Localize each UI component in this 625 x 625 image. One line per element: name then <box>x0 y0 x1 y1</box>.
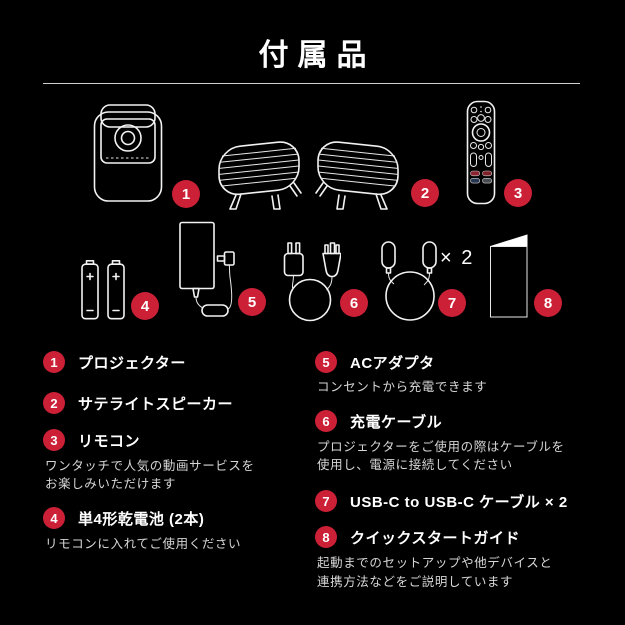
item-number-badge: 8 <box>315 526 337 549</box>
diagram-badge-4: 4 <box>131 292 159 320</box>
item-number-badge: 4 <box>43 507 65 530</box>
item-label: USB-C to USB-C ケーブル × 2 <box>350 493 568 511</box>
item-label: 単4形乾電池 (2本) <box>78 510 205 528</box>
accessory-list-left: 1 プロジェクター 2 サテライトスピーカー 3 リモコン ワンタッチで人気の動… <box>43 351 305 553</box>
item-label: 充電ケーブル <box>350 413 443 431</box>
remote-icon <box>466 100 496 205</box>
projector-icon <box>93 104 163 202</box>
list-item-quick-start-guide: 8 クイックスタートガイド 起動までのセットアップや他デバイスと 連携方法などを… <box>315 526 615 590</box>
item-description: 起動までのセットアップや他デバイスと 連携方法などをご説明しています <box>317 556 553 589</box>
list-item-speaker: 2 サテライトスピーカー <box>43 392 305 414</box>
list-item-batteries: 4 単4形乾電池 (2本) リモコンに入れてご使用ください <box>43 507 305 553</box>
item-label: プロジェクター <box>78 354 186 372</box>
item-description: プロジェクターをご使用の際はケーブルを 使用し、電源に接続してください <box>317 440 565 473</box>
quick-start-guide-icon <box>490 234 528 318</box>
diagram-badge-2: 2 <box>411 179 439 207</box>
usb-c-cable-icon <box>381 241 437 321</box>
diagram-badge-8: 8 <box>534 289 562 317</box>
item-label: ACアダプタ <box>350 354 435 372</box>
satellite-speaker-left-icon <box>218 141 302 210</box>
item-number-badge: 3 <box>43 429 65 451</box>
diagram-badge-1: 1 <box>172 180 200 208</box>
satellite-speaker-right-icon <box>312 122 404 212</box>
diagram-badge-5: 5 <box>238 288 266 316</box>
item-number-badge: 6 <box>315 410 337 433</box>
diagram-badge-7: 7 <box>438 289 466 317</box>
diagram-badge-6: 6 <box>340 289 368 317</box>
list-item-projector: 1 プロジェクター <box>43 351 305 373</box>
list-item-usbc-cable: 7 USB-C to USB-C ケーブル × 2 <box>315 490 615 513</box>
diagram-badge-3: 3 <box>504 179 532 207</box>
list-item-remote: 3 リモコン ワンタッチで人気の動画サービスを お楽しみいただけます <box>43 429 305 493</box>
item-number-badge: 5 <box>315 351 337 373</box>
power-cable-icon <box>283 242 341 322</box>
page-title: 付属品 <box>258 39 376 72</box>
item-description: ワンタッチで人気の動画サービスを お楽しみいただけます <box>45 459 255 492</box>
item-label: サテライトスピーカー <box>78 395 234 413</box>
list-item-ac-adapter: 5 ACアダプタ コンセントから充電できます <box>315 351 615 396</box>
item-description: コンセントから充電できます <box>317 380 488 394</box>
item-number-badge: 2 <box>43 392 65 414</box>
ac-adapter-icon <box>179 221 235 317</box>
accessory-list-right: 5 ACアダプタ コンセントから充電できます 6 充電ケーブル プロジェクターを… <box>315 351 615 591</box>
item-number-badge: 1 <box>43 351 65 373</box>
usbc-multiplier-label: × 2 <box>440 247 475 269</box>
item-number-badge: 7 <box>315 490 337 513</box>
aaa-batteries-icon <box>81 260 125 320</box>
list-item-charging-cable: 6 充電ケーブル プロジェクターをご使用の際はケーブルを 使用し、電源に接続して… <box>315 410 615 474</box>
header-divider <box>43 83 580 84</box>
item-description: リモコンに入れてご使用ください <box>45 537 242 552</box>
item-label: リモコン <box>78 432 141 450</box>
item-label: クイックスタートガイド <box>350 529 521 547</box>
